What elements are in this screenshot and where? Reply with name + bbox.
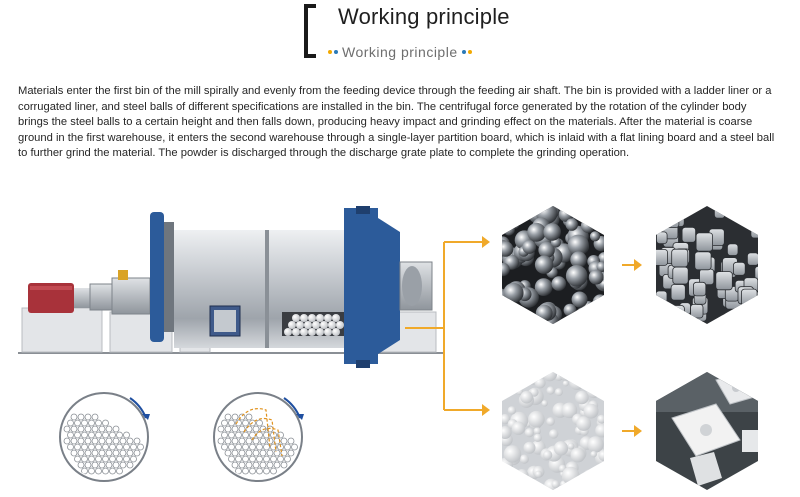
arrow-right-icon <box>482 236 490 248</box>
steel-cylpebs <box>656 206 758 324</box>
arrow-right-icon <box>634 425 642 437</box>
flow-connectors <box>405 236 642 437</box>
page-subtitle: Working principle <box>342 44 458 60</box>
flange-right <box>344 208 400 364</box>
description-paragraph: Materials enter the first bin of the mil… <box>18 85 775 159</box>
arrow-right-icon <box>634 259 642 271</box>
steel-grinding-balls <box>502 206 604 324</box>
arrow-right-icon <box>482 404 490 416</box>
ball-trajectory-cross-section <box>213 392 304 482</box>
motor <box>28 283 74 313</box>
subtitle-dots-right <box>461 50 472 54</box>
title-bracket <box>304 4 316 58</box>
subtitle-dots-left <box>328 50 338 54</box>
cutaway-balls <box>282 312 344 336</box>
subtitle-row: Working principle <box>328 42 472 62</box>
page-title: Working principle <box>338 4 510 29</box>
ball-mill-machine <box>18 206 443 368</box>
flange-left <box>150 212 164 342</box>
ceramic-lining-bricks <box>656 372 758 490</box>
ceramic-grinding-balls <box>502 372 604 490</box>
ball-motion-cross-section <box>59 392 150 482</box>
